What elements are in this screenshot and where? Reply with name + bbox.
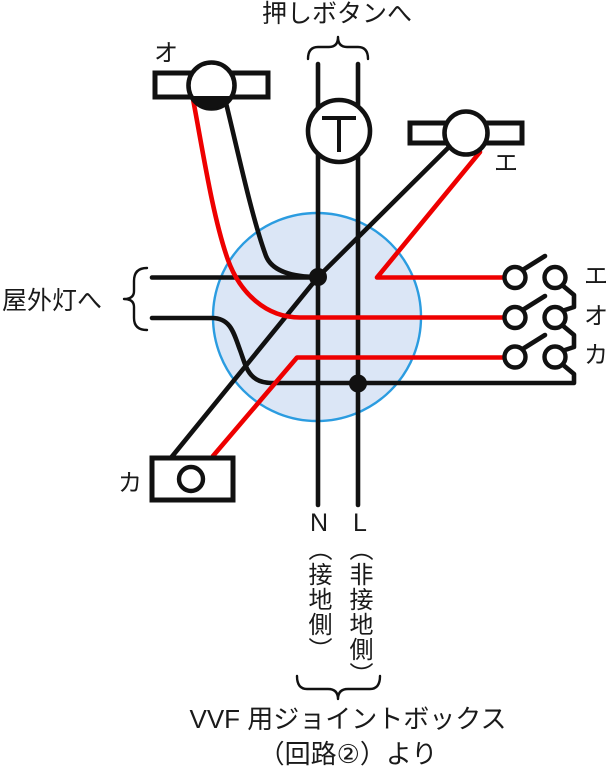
vvf-underbrace xyxy=(295,674,382,701)
lamp-ka-symbol xyxy=(149,455,236,503)
push-button-brace xyxy=(306,35,370,61)
line-n-label: N xyxy=(309,509,329,537)
wire-outdoor-bottom-chain xyxy=(149,315,577,386)
switch-e-left-contact xyxy=(502,264,528,291)
wire-chain-link1 xyxy=(559,282,577,314)
wire-red-lampKA-switchKA xyxy=(210,355,507,459)
switch-contacts xyxy=(502,264,568,370)
red-wires xyxy=(190,96,507,459)
switch-ka-left-contact xyxy=(502,344,528,370)
switch-ka-right-contact xyxy=(542,344,568,370)
footer-line2: （回路②）より xyxy=(258,739,438,769)
lamp-e-symbol xyxy=(407,109,525,157)
switch-o-right-contact xyxy=(542,304,568,331)
switch-o-lever xyxy=(518,293,548,314)
switch-ka-lever xyxy=(518,332,548,353)
junction-dot-n xyxy=(309,268,327,286)
footer-line1: VVF 用ジョイントボックス xyxy=(189,704,507,734)
wire-red-lampE-switchE xyxy=(374,149,507,280)
wire-lampO-black-curve xyxy=(223,100,321,280)
switch-ka-label: カ xyxy=(584,342,608,369)
lamp-e-label: エ xyxy=(494,150,518,177)
line-n-sublabel: （接地側） xyxy=(304,537,331,662)
line-l-label: L xyxy=(353,509,367,537)
switch-e-label: エ xyxy=(584,263,608,290)
wire-chain-link2 xyxy=(559,322,577,354)
push-button-label: 押しボタンへ xyxy=(261,0,412,28)
line-l-sublabel: （非接地側） xyxy=(345,537,372,687)
outdoor-light-label: 屋外灯へ xyxy=(2,287,103,315)
lamp-o-label: オ xyxy=(154,40,178,67)
switch-e-right-contact xyxy=(542,264,568,291)
switch-e-lever xyxy=(518,253,548,274)
timer-T-glyph xyxy=(322,116,356,152)
junction-dot-l xyxy=(349,374,367,393)
wire-red-lampO-switchO xyxy=(190,96,507,320)
switch-o-left-contact xyxy=(502,304,528,331)
lamp-o-symbol xyxy=(152,60,271,111)
outdoor-light-brace xyxy=(122,266,149,332)
lamp-ka-label: カ xyxy=(118,470,142,497)
switch-o-label: オ xyxy=(584,303,608,330)
